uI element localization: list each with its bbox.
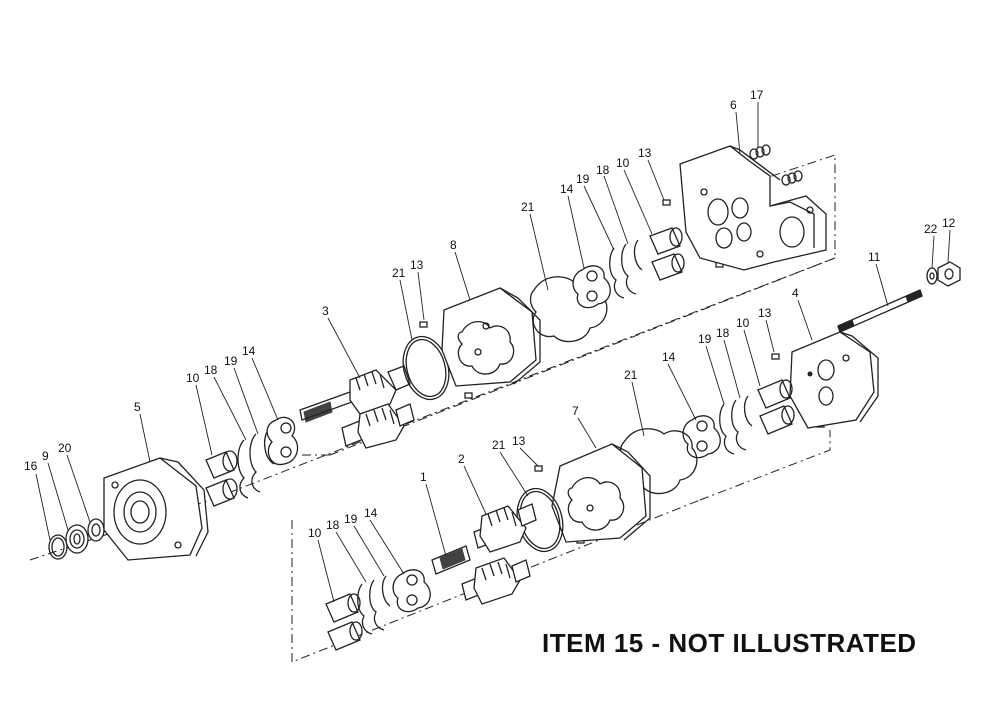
seal-rings-18-19-lower-left	[357, 575, 391, 635]
callout-21-lower-middle: 21	[492, 438, 506, 452]
coupling-1	[431, 545, 471, 575]
wear-plate-14-upper-left	[266, 416, 299, 466]
callout-16: 16	[24, 459, 38, 473]
callout-21-upper-middle: 21	[521, 200, 535, 214]
callout-1: 1	[420, 470, 427, 484]
callout-13-lower-middle: 13	[512, 434, 526, 448]
callout-10-upper-right: 10	[616, 156, 630, 170]
callout-14-upper-right: 14	[560, 182, 574, 196]
bushing-pair-10-lower-left	[325, 593, 363, 651]
callout-4: 4	[792, 286, 799, 300]
not-illustrated-note: ITEM 15 - NOT ILLUSTRATED	[542, 628, 917, 658]
callout-19-lower-right: 19	[698, 332, 712, 346]
callout-labels: 16 9 20 5 10 18 19 14 3 21 13 8 21 14 19…	[24, 88, 956, 540]
callout-21-upper-left: 21	[392, 266, 406, 280]
idler-gear-lower	[461, 557, 531, 605]
bushing-pair-10-upper-right	[649, 227, 685, 281]
callout-13-upper-left: 13	[410, 258, 424, 272]
wear-plate-14-upper-right	[572, 265, 611, 309]
end-cover-4	[789, 331, 879, 429]
shaft-seal-9	[65, 524, 89, 554]
mounting-flange-5	[103, 457, 209, 561]
callout-14-lower-left: 14	[364, 506, 378, 520]
callout-18-upper-right: 18	[596, 163, 610, 177]
callout-8: 8	[450, 238, 457, 252]
callout-18-lower-left: 18	[326, 518, 340, 532]
drive-gear-shaft-3	[299, 365, 411, 423]
callout-17: 17	[750, 88, 764, 102]
callout-18-upper-left: 18	[204, 363, 218, 377]
gear-housing-8	[441, 287, 541, 387]
callout-18-lower-right: 18	[716, 326, 730, 340]
o-rings-17	[749, 144, 803, 186]
callout-10-lower-left: 10	[308, 526, 322, 540]
nut-12	[937, 261, 961, 287]
callout-6: 6	[730, 98, 737, 112]
wear-plate-14-lower-left	[392, 569, 431, 613]
callout-21-lower-right: 21	[624, 368, 638, 382]
callout-20: 20	[58, 441, 72, 455]
callout-5: 5	[134, 400, 141, 414]
callout-22: 22	[924, 222, 938, 236]
seal-rings-18-19-upper-left	[237, 429, 275, 499]
seal-rings-18-19-lower-right	[719, 395, 753, 455]
callout-19-upper-left: 19	[224, 354, 238, 368]
callout-12: 12	[942, 216, 956, 230]
callout-14-upper-left: 14	[242, 344, 256, 358]
snap-ring-16	[48, 534, 68, 560]
gear-2-lower	[473, 503, 537, 553]
callout-9: 9	[42, 449, 49, 463]
callout-14-lower-right: 14	[662, 350, 676, 364]
gear-housing-7	[551, 443, 651, 543]
port-end-cover-6	[679, 145, 827, 271]
callout-7: 7	[572, 404, 579, 418]
bushing-pair-10-lower-right	[757, 379, 795, 435]
callout-10-lower-right: 10	[736, 316, 750, 330]
callout-19-upper-right: 19	[576, 172, 590, 186]
callout-2: 2	[458, 452, 465, 466]
callout-3: 3	[322, 304, 329, 318]
callout-11: 11	[868, 250, 881, 264]
seal-rings-18-19-upper-right	[609, 239, 643, 299]
tie-bolt-11	[837, 289, 923, 333]
washer-22	[926, 267, 938, 285]
callout-10-upper-left: 10	[186, 371, 200, 385]
bushing-pair-10-upper-left	[205, 450, 238, 507]
callout-13-upper-right: 13	[638, 146, 652, 160]
callout-13-lower-right: 13	[758, 306, 772, 320]
washer-20	[87, 518, 105, 542]
centerlines	[29, 154, 836, 663]
leader-lines	[35, 102, 951, 603]
callout-19-lower-left: 19	[344, 512, 358, 526]
idler-gear-upper	[341, 403, 415, 449]
